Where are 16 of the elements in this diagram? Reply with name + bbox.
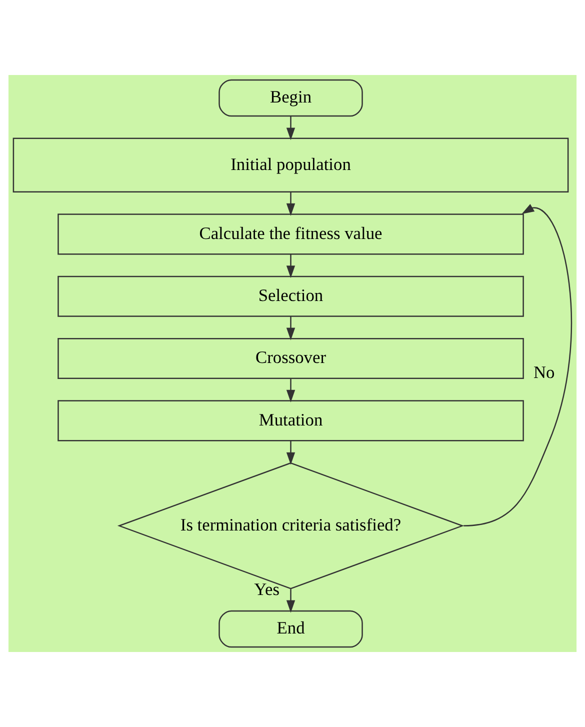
node-box: Mutation xyxy=(58,400,524,442)
arrow xyxy=(286,116,296,140)
arrow xyxy=(286,378,296,402)
arrow xyxy=(286,589,296,613)
node-box: End xyxy=(218,610,363,648)
node-box: Begin xyxy=(218,79,363,117)
arrow xyxy=(286,440,296,465)
edge-label: No xyxy=(533,362,555,382)
arrow xyxy=(286,254,296,278)
node-box: Selection xyxy=(58,276,524,317)
node-box: Crossover xyxy=(58,338,524,380)
node-box: Initial population xyxy=(12,138,569,193)
arrow xyxy=(464,204,572,526)
node-box: Calculate the fitness value xyxy=(58,214,524,255)
arrow xyxy=(286,192,296,216)
arrow xyxy=(286,316,296,340)
